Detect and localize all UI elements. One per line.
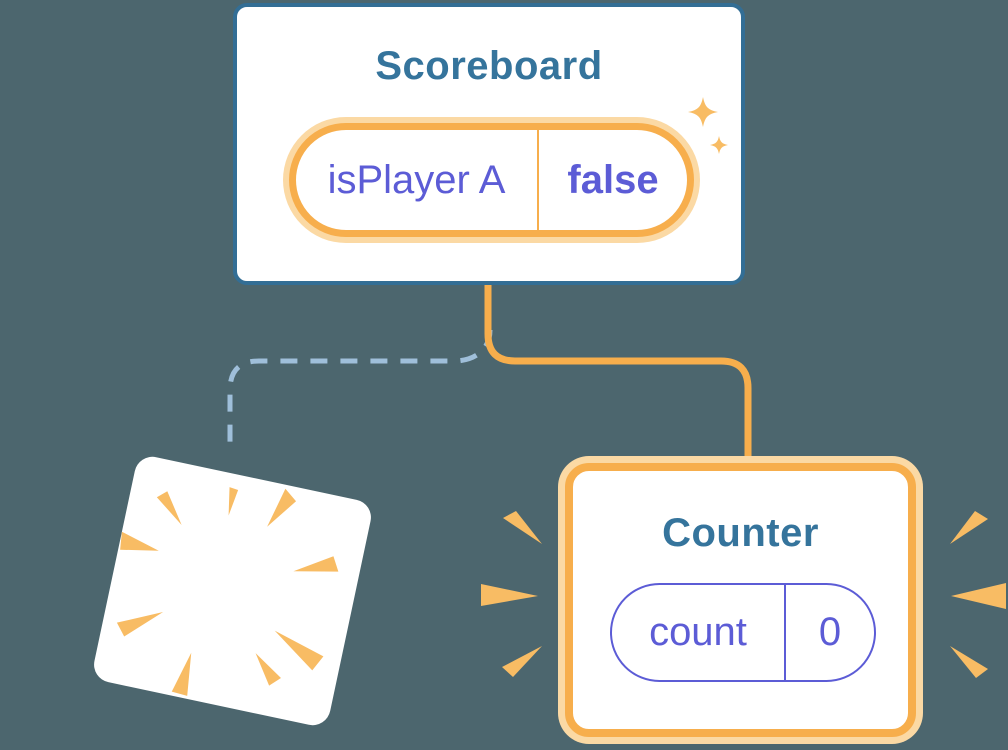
sparkles-icon <box>688 97 728 154</box>
scoreboard-card: Scoreboard isPlayer A false <box>233 3 745 285</box>
pill-divider <box>784 585 786 680</box>
state-value-label: 0 <box>818 610 842 654</box>
burst-rays-icon <box>116 487 339 696</box>
state-name-label: count <box>649 610 747 654</box>
counter-state-pill: count 0 <box>610 583 876 682</box>
destroyed-card <box>90 453 375 729</box>
scoreboard-state-pill: isPlayer A false <box>289 123 694 237</box>
scoreboard-title: Scoreboard <box>375 44 603 88</box>
pill-divider <box>537 130 539 230</box>
state-name-cell: count <box>612 585 784 680</box>
state-name-label: isPlayer A <box>327 157 506 202</box>
state-name-cell: isPlayer A <box>296 130 537 230</box>
counter-title: Counter <box>662 511 819 555</box>
counter-card: Counter count 0 <box>565 463 916 737</box>
dashed-connector-line <box>227 329 493 452</box>
state-value-label: false <box>567 157 659 202</box>
state-value-cell: 0 <box>786 585 874 680</box>
solid-connector-line <box>484 277 752 463</box>
state-value-cell: false <box>539 130 687 230</box>
